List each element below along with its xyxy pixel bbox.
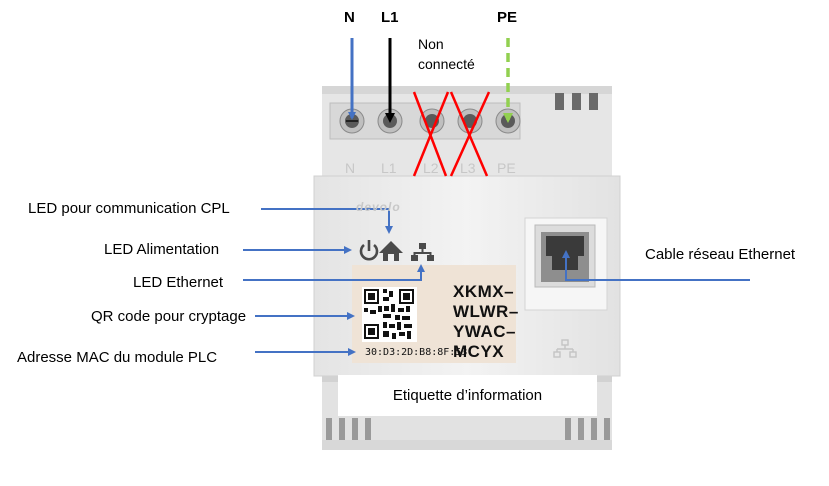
not-connected-label: Non connecté [418,34,475,74]
callout-led-plc: LED pour communication CPL [28,200,230,217]
ethernet-port-icon [553,339,577,358]
wire-label-n: N [344,9,355,26]
terminal-label-n: N [345,160,356,176]
input-wires [348,38,513,123]
ethernet-led-icon [411,243,434,261]
arrow-ethernet-cable [562,250,750,281]
not-connected-line-2: connecté [418,56,475,72]
terminal-label-l1: L1 [381,160,397,176]
security-code-line-1: XKMX– [453,282,515,301]
home-led-icon [379,241,403,261]
callout-led-ethernet: LED Ethernet [133,274,224,291]
security-code: XKMX– WLWR– YWAC– MCYX [453,282,519,362]
terminal-label-pe: PE [497,160,516,176]
callout-qr-code: QR code pour cryptage [91,308,247,325]
callout-arrows [243,208,750,356]
callout-ethernet-cable: Cable réseau Ethernet [645,246,796,263]
arrow-led-ethernet [243,264,425,281]
lower-housing [322,375,612,450]
terminal-pe [495,108,521,134]
info-label-text: Etiquette d’information [392,387,543,404]
not-connected-crosses [412,91,491,177]
power-led-icon [359,240,379,261]
terminal-label-l2: L2 [423,160,439,176]
security-code-line-3: YWAC– [453,322,516,341]
qr-code [362,287,417,342]
brand-logo: devolo [356,200,401,214]
callout-mac-address: Adresse MAC du module PLC [17,349,218,366]
security-code-line-2: WLWR– [453,302,519,321]
callout-led-power: LED Alimentation [104,241,220,258]
wire-label-pe: PE [497,9,518,26]
not-connected-line-1: Non [418,36,444,52]
terminal-label-l3: L3 [460,160,476,176]
mac-address-value: 30:D3:2D:B8:8F:53 [365,347,468,358]
security-code-line-4: MCYX [453,342,505,361]
arrow-led-plc [261,208,393,234]
terminal-l3 [457,108,483,134]
wire-label-l1: L1 [381,9,399,26]
upper-housing [322,86,612,176]
